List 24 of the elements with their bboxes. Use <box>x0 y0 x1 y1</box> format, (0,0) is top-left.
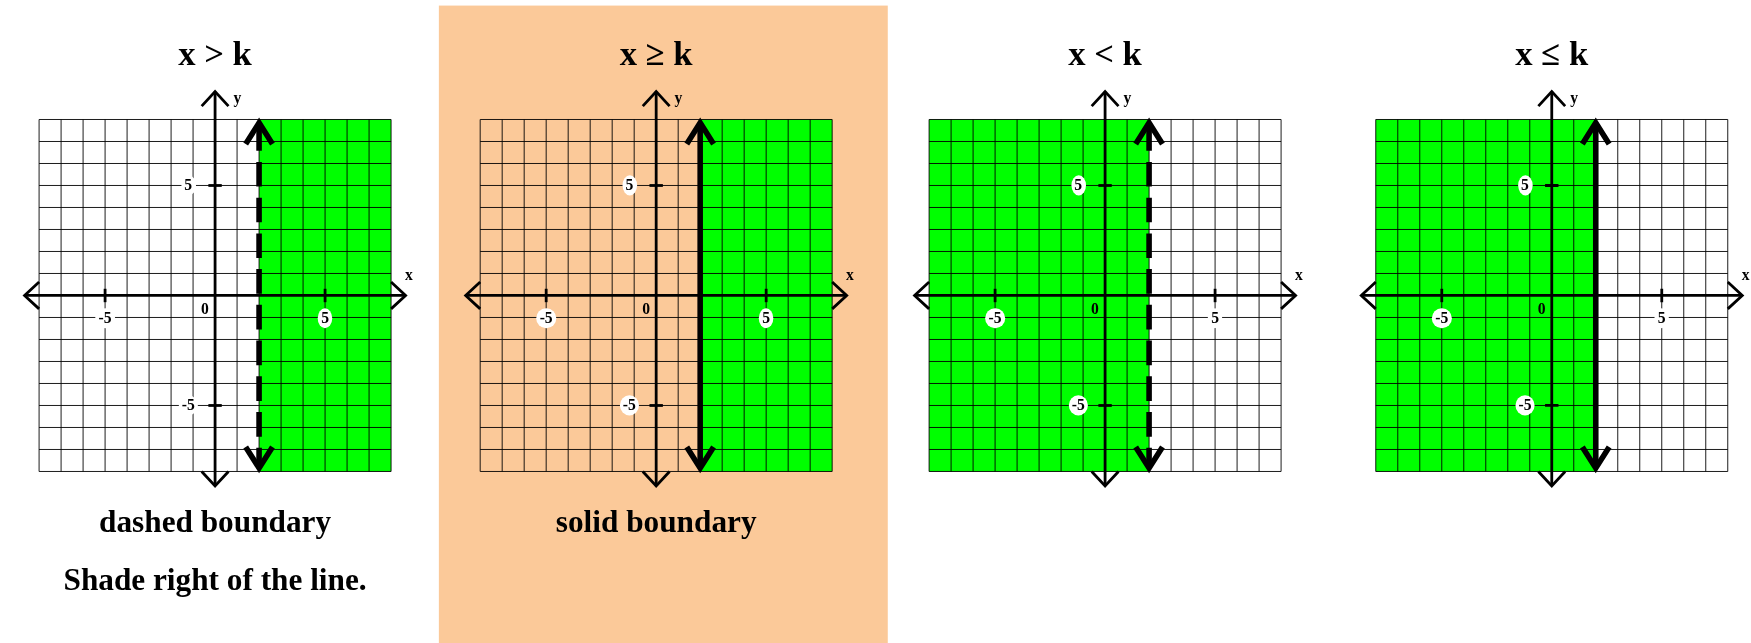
caption-text: Shade right of the line. <box>63 563 367 596</box>
tick-label: 0 <box>642 301 650 317</box>
inequality-heading: x ≥ k <box>619 35 693 71</box>
tick-label: 5 <box>1654 307 1669 328</box>
inequality-heading: x > k <box>178 35 252 71</box>
inequality-heading: x ≤ k <box>1515 35 1589 71</box>
axis-label: y <box>1123 90 1132 107</box>
inequality-heading: x < k <box>1068 35 1142 71</box>
tick-label: -5 <box>95 307 115 328</box>
tick-label: 0 <box>201 301 209 317</box>
axis-label: x <box>846 267 854 284</box>
caption-text: dashed boundary <box>99 505 332 538</box>
tick-label: -5 <box>178 395 199 416</box>
tick-label: 0 <box>1091 301 1099 317</box>
axis-label: y <box>233 90 242 107</box>
axis-label: x <box>405 267 413 284</box>
axis-label: x <box>1295 267 1303 284</box>
axis-label: x <box>1741 267 1750 284</box>
tick-label: 5 <box>181 175 196 196</box>
tick-label: 5 <box>1207 307 1223 328</box>
axis-label: y <box>674 90 683 107</box>
axis-label: y <box>1570 90 1578 107</box>
caption-text: solid boundary <box>555 505 757 538</box>
tick-label: 0 <box>1537 301 1546 317</box>
